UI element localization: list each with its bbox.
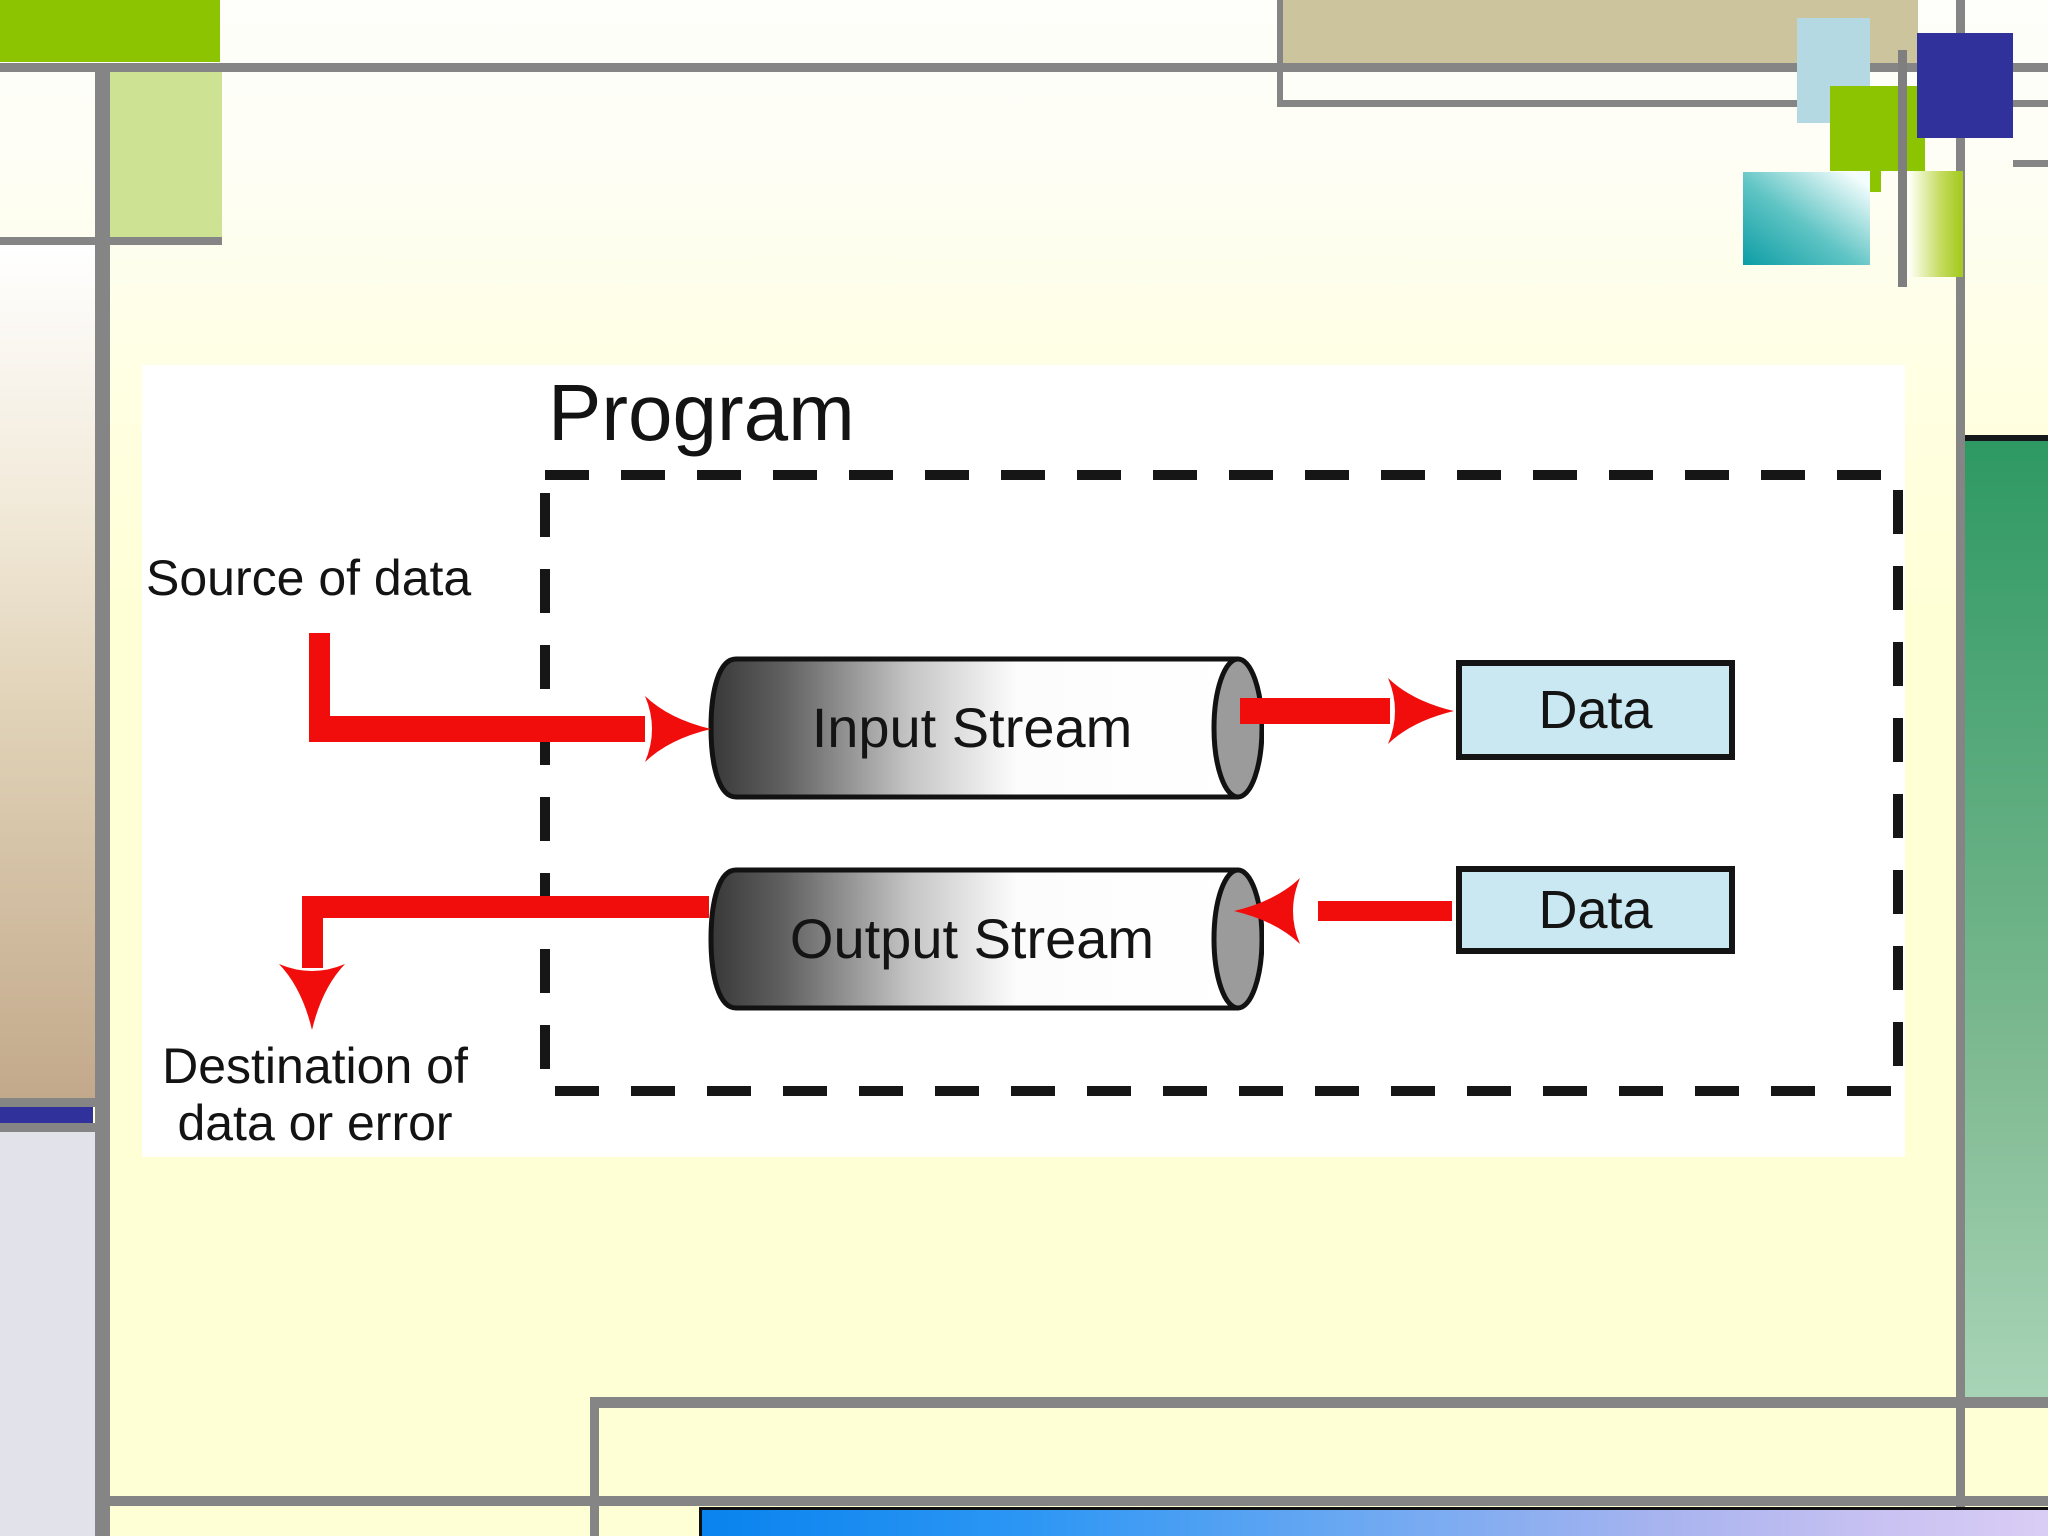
decor-teal-gradient-square <box>1743 172 1870 265</box>
frame-line-right-vertical <box>1956 0 1965 1509</box>
decor-pale-green-rect <box>110 72 222 237</box>
frame-tan-left-border <box>1277 0 1283 100</box>
decor-lime-tab <box>1870 171 1881 192</box>
frame-segment-top-left <box>0 237 222 245</box>
output-data-box: Data <box>1456 866 1735 954</box>
output-stream-cylinder: Output Stream <box>708 867 1264 1011</box>
decor-navy-rect <box>1917 33 2013 138</box>
frame-line-left-vertical <box>95 72 110 1536</box>
decor-bottom-blue-bar <box>699 1507 2048 1536</box>
frame-line-top <box>0 63 2048 72</box>
frame-line-second-top <box>1277 100 2048 107</box>
output-stream-label: Output Stream <box>790 907 1154 970</box>
input-data-label: Data <box>1538 680 1653 740</box>
destination-label-line1: Destination of <box>162 1038 468 1094</box>
decor-green-top-left <box>0 0 220 62</box>
destination-label: Destination of data or error <box>110 1038 520 1152</box>
destination-label-line2: data or error <box>177 1095 453 1151</box>
decor-green-right-column <box>1965 435 2048 1397</box>
decor-lime-square-top-right <box>1830 86 1925 171</box>
source-of-data-label: Source of data <box>146 550 472 606</box>
decor-tan-left-column <box>0 245 95 1098</box>
frame-segment-left-lower <box>0 1123 95 1132</box>
program-title: Program <box>548 368 855 457</box>
input-data-box: Data <box>1456 660 1735 760</box>
decor-thin-vertical-line <box>1898 50 1907 287</box>
frame-line-inner-left <box>590 1397 599 1536</box>
output-data-label: Data <box>1538 880 1653 940</box>
decor-gray-left-column <box>0 1132 95 1536</box>
input-stream-cylinder: Input Stream <box>708 656 1264 800</box>
frame-line-inner-top <box>590 1397 2048 1408</box>
frame-segment-left-upper <box>0 1098 95 1107</box>
decor-light-green-gradient <box>1907 171 1963 277</box>
input-stream-label: Input Stream <box>812 696 1133 759</box>
frame-segment-right-small <box>2013 160 2048 167</box>
frame-line-bottom <box>110 1496 2048 1506</box>
decor-navy-left-bar <box>0 1107 93 1123</box>
